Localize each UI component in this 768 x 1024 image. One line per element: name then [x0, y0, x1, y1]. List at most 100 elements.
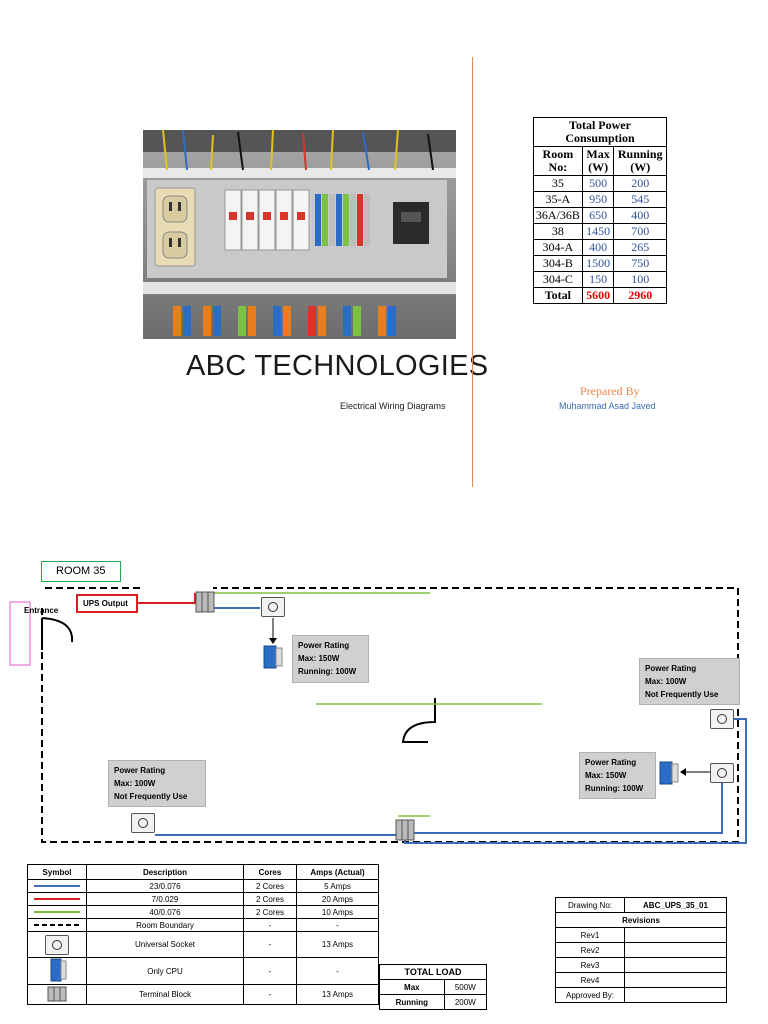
total-load-value: 500W — [443, 979, 488, 995]
approved-by-label: Approved By: — [555, 987, 625, 1003]
drawing-no-label: Drawing No: — [555, 897, 625, 913]
legend-header-cores: Cores — [243, 864, 297, 880]
legend-description: 23/0.076 — [86, 879, 244, 893]
table-row: Room Boundary - - — [27, 918, 379, 932]
legend-header-symbol: Symbol — [27, 864, 87, 880]
electrical-panel-photo — [143, 129, 456, 339]
terminal-block-icon — [195, 591, 215, 613]
rating-running: Not Frequently Use — [114, 792, 188, 801]
power-header-max: Max (W) — [581, 146, 615, 176]
entrance-label: Entrance — [24, 606, 59, 615]
total-row: Total 5600 2960 — [533, 287, 667, 304]
max-cell: 400 — [581, 239, 615, 256]
room-cell: 304-C — [533, 271, 583, 288]
universal-socket-icon — [710, 709, 734, 729]
rating-title: Power Rating — [645, 664, 697, 673]
legend-cores: - — [243, 918, 297, 932]
legend-cores: - — [243, 984, 297, 1005]
total-load-table: TOTAL LOAD Max 500W Running 200W — [379, 964, 488, 1010]
power-rating-box: Power Rating Max: 100W Not Frequently Us… — [108, 760, 206, 807]
rev-label: Rev4 — [555, 972, 625, 988]
rating-running: Running: 100W — [585, 784, 644, 793]
legend-cores: - — [243, 957, 297, 985]
revisions-label: Revisions — [555, 912, 727, 928]
total-load-label: Running — [379, 994, 445, 1010]
running-cell: 265 — [613, 239, 667, 256]
total-max: 5600 — [581, 287, 615, 304]
table-row: Max 500W — [379, 979, 488, 995]
rev-label: Rev1 — [555, 927, 625, 943]
total-load-label: Max — [379, 979, 445, 995]
legend-amps: 13 Amps — [296, 931, 379, 958]
table-row: 304-B 1500 750 — [533, 255, 667, 272]
running-cell: 750 — [613, 255, 667, 272]
dashed-line-symbol — [27, 918, 87, 932]
rating-max: Max: 100W — [114, 779, 156, 788]
universal-socket-icon — [45, 934, 69, 955]
socket-symbol — [27, 931, 87, 958]
document-subtitle: Electrical Wiring Diagrams — [340, 401, 446, 411]
room-cell: 304-B — [533, 255, 583, 272]
table-row: Terminal Block - 13 Amps — [27, 984, 379, 1005]
table-row: 35 500 200 — [533, 175, 667, 192]
legend-description: Room Boundary — [86, 918, 244, 932]
legend-amps: 5 Amps — [296, 879, 379, 893]
power-header-running: Running (W) — [613, 146, 667, 176]
legend-description: Universal Socket — [86, 931, 244, 958]
red-line-symbol — [27, 892, 87, 906]
table-row: Rev4 — [555, 972, 727, 988]
blue-cable — [405, 783, 723, 834]
rev-label: Rev3 — [555, 957, 625, 973]
internal-door — [401, 698, 436, 743]
legend-cores: 2 Cores — [243, 879, 297, 893]
legend-amps: - — [296, 918, 379, 932]
wiring-diagram — [9, 587, 747, 844]
universal-socket-icon — [131, 813, 155, 833]
legend-cores: 2 Cores — [243, 905, 297, 919]
cpu-icon — [263, 645, 283, 669]
table-row: Rev3 — [555, 957, 727, 973]
cpu-symbol — [27, 957, 87, 985]
entrance-door-frame — [9, 601, 31, 666]
max-cell: 1500 — [581, 255, 615, 272]
legend-amps: - — [296, 957, 379, 985]
table-row: 36A/36B 650 400 — [533, 207, 667, 224]
legend-cores: - — [243, 931, 297, 958]
power-consumption-table: Total Power Consumption Room No: Max (W)… — [533, 117, 667, 304]
room-cell: 35 — [533, 175, 583, 192]
rating-max: Max: 150W — [298, 654, 340, 663]
table-row: Universal Socket - 13 Amps — [27, 931, 379, 958]
total-load-value: 200W — [443, 994, 488, 1010]
rev-value — [624, 942, 727, 958]
legend-description: 7/0.029 — [86, 892, 244, 906]
table-row: Running 200W — [379, 994, 488, 1010]
table-row: 35-A 950 545 — [533, 191, 667, 208]
table-row: Only CPU - - — [27, 957, 379, 985]
rev-value — [624, 927, 727, 943]
ups-output-label: UPS Output — [76, 594, 138, 613]
max-cell: 500 — [581, 175, 615, 192]
max-cell: 950 — [581, 191, 615, 208]
legend-amps: 10 Amps — [296, 905, 379, 919]
rating-title: Power Rating — [298, 641, 350, 650]
power-header-room: Room No: — [533, 146, 583, 176]
running-cell: 700 — [613, 223, 667, 240]
running-cell: 100 — [613, 271, 667, 288]
room-label: ROOM 35 — [41, 561, 121, 582]
room-cell: 36A/36B — [533, 207, 583, 224]
legend-cores: 2 Cores — [243, 892, 297, 906]
terminal-block-icon — [395, 819, 415, 841]
table-row: Approved By: — [555, 987, 727, 1003]
blue-cable — [155, 718, 747, 844]
room-cell: 35-A — [533, 191, 583, 208]
blue-line-symbol — [27, 879, 87, 893]
rating-running: Running: 100W — [298, 667, 357, 676]
universal-socket-icon — [710, 763, 734, 783]
legend-amps: 13 Amps — [296, 984, 379, 1005]
table-row: 304-C 150 100 — [533, 271, 667, 288]
door-swing — [41, 617, 74, 643]
table-row: Rev1 — [555, 927, 727, 943]
legend-description: Terminal Block — [86, 984, 244, 1005]
green-line-symbol — [27, 905, 87, 919]
rating-max: Max: 100W — [645, 677, 687, 686]
